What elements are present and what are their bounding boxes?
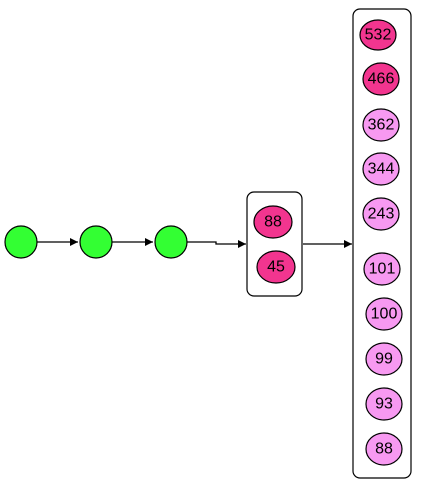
- node-label: 466: [368, 71, 395, 88]
- node-ellipse: [362, 197, 400, 231]
- node-ellipse: [365, 387, 403, 421]
- right-group-node: 344: [362, 152, 400, 186]
- node-label: 45: [267, 259, 285, 276]
- node-ellipse: [365, 432, 403, 466]
- middle-group-node: 88: [253, 205, 293, 239]
- middle-group: 88 45: [246, 191, 303, 297]
- chain-node: [4, 225, 38, 259]
- right-group-node: 532: [359, 19, 397, 51]
- node-label: 243: [368, 206, 395, 223]
- node-ellipse: [362, 108, 400, 142]
- node-ellipse: [362, 62, 400, 96]
- right-group-node: 88: [365, 432, 403, 466]
- right-group: 532 466 362 344 243 101 100 99: [352, 8, 412, 479]
- node-label: 100: [371, 306, 398, 323]
- right-group-node: 243: [362, 197, 400, 231]
- chain-node: [79, 225, 113, 259]
- node-label: 99: [375, 351, 393, 368]
- node-label: 532: [365, 27, 392, 44]
- node-ellipse: [362, 152, 400, 186]
- right-group-node: 362: [362, 108, 400, 142]
- node-ellipse: [363, 252, 401, 286]
- right-group-node: 466: [362, 62, 400, 96]
- node-label: 344: [368, 161, 395, 178]
- node-label: 93: [375, 396, 393, 413]
- node-ellipse: [256, 250, 296, 284]
- right-group-node: 99: [365, 342, 403, 376]
- edge-chain-3-to-middle-group: [187, 240, 246, 248]
- chain-node: [154, 225, 188, 259]
- right-group-node: 100: [365, 297, 403, 331]
- node-label: 88: [264, 214, 282, 231]
- right-group-node: 93: [365, 387, 403, 421]
- node-ellipse: [359, 19, 397, 51]
- node-ellipse: [365, 342, 403, 376]
- edges: [37, 238, 352, 248]
- node-label: 101: [369, 261, 396, 278]
- node-ellipse: [253, 205, 293, 239]
- chain-group: [4, 225, 188, 259]
- node-ellipse: [365, 297, 403, 331]
- right-group-node: 101: [363, 252, 401, 286]
- node-label: 362: [368, 117, 395, 134]
- middle-group-node: 45: [256, 250, 296, 284]
- node-label: 88: [375, 441, 393, 458]
